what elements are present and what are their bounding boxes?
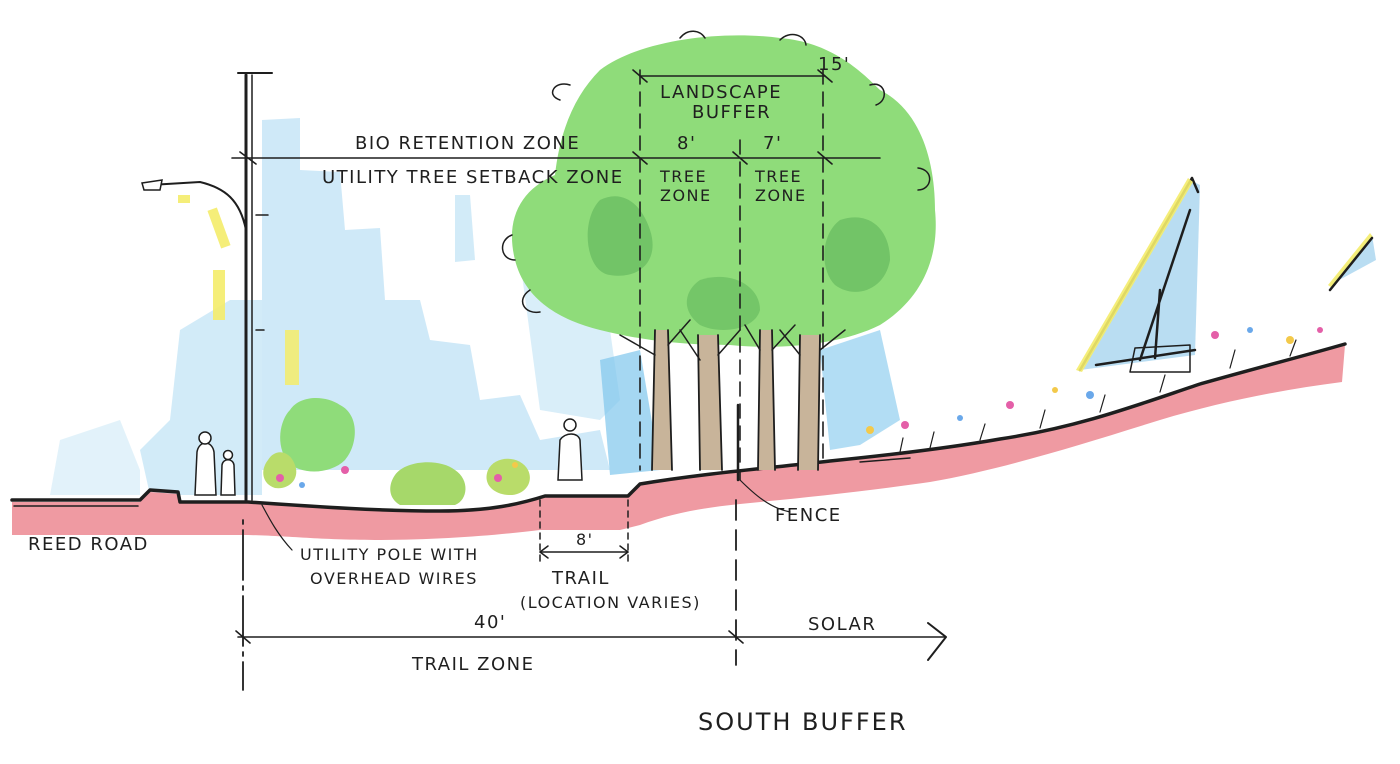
landscape-buffer-dimension: 15' bbox=[818, 54, 850, 75]
dimension-lines bbox=[231, 69, 947, 691]
tree-zone-b-dimension: 7' bbox=[763, 133, 782, 154]
solar-panel bbox=[1076, 176, 1200, 373]
utility-pole-label-1: UTILITY POLE WITH bbox=[300, 545, 479, 564]
tree-zone-b-label-2: ZONE bbox=[755, 186, 807, 205]
wildflowers bbox=[276, 327, 1323, 488]
trail-label-2: (LOCATION VARIES) bbox=[520, 593, 701, 612]
tree-zone-a-label-2: ZONE bbox=[660, 186, 712, 205]
utility-pole-label-2: OVERHEAD WIRES bbox=[310, 569, 478, 588]
shrubs bbox=[263, 398, 530, 505]
pedestrians bbox=[194, 431, 236, 496]
utility-pole bbox=[141, 72, 273, 502]
trail-zone-label: TRAIL ZONE bbox=[411, 654, 534, 675]
yellow-highlights bbox=[178, 195, 299, 385]
road-label: REED ROAD bbox=[28, 534, 149, 555]
trail-width-dimension: 8' bbox=[576, 530, 594, 549]
page-title: SOUTH BUFFER bbox=[698, 708, 908, 736]
trail-label-1: TRAIL bbox=[551, 568, 610, 589]
fence-label: FENCE bbox=[775, 505, 842, 526]
labels: LANDSCAPE BUFFER 15' BIO RETENTION ZONE … bbox=[28, 54, 908, 736]
tree-trunks bbox=[619, 319, 846, 471]
landscape-buffer-label-1: LANDSCAPE bbox=[660, 82, 782, 103]
tree-zone-a-label-1: TREE bbox=[659, 167, 707, 186]
trail-zone-dimension: 40' bbox=[474, 612, 506, 633]
tree-zone-a-dimension: 8' bbox=[677, 133, 696, 154]
landscape-buffer-label-2: BUFFER bbox=[692, 102, 771, 123]
tree-zone-b-label-1: TREE bbox=[754, 167, 802, 186]
solar-panel-second bbox=[1328, 233, 1376, 292]
solar-label: SOLAR bbox=[808, 614, 876, 635]
canopy-tree bbox=[501, 30, 936, 347]
utility-setback-label: UTILITY TREE SETBACK ZONE bbox=[322, 167, 624, 188]
bio-retention-label: BIO RETENTION ZONE bbox=[355, 133, 580, 154]
cyclist bbox=[557, 418, 583, 481]
